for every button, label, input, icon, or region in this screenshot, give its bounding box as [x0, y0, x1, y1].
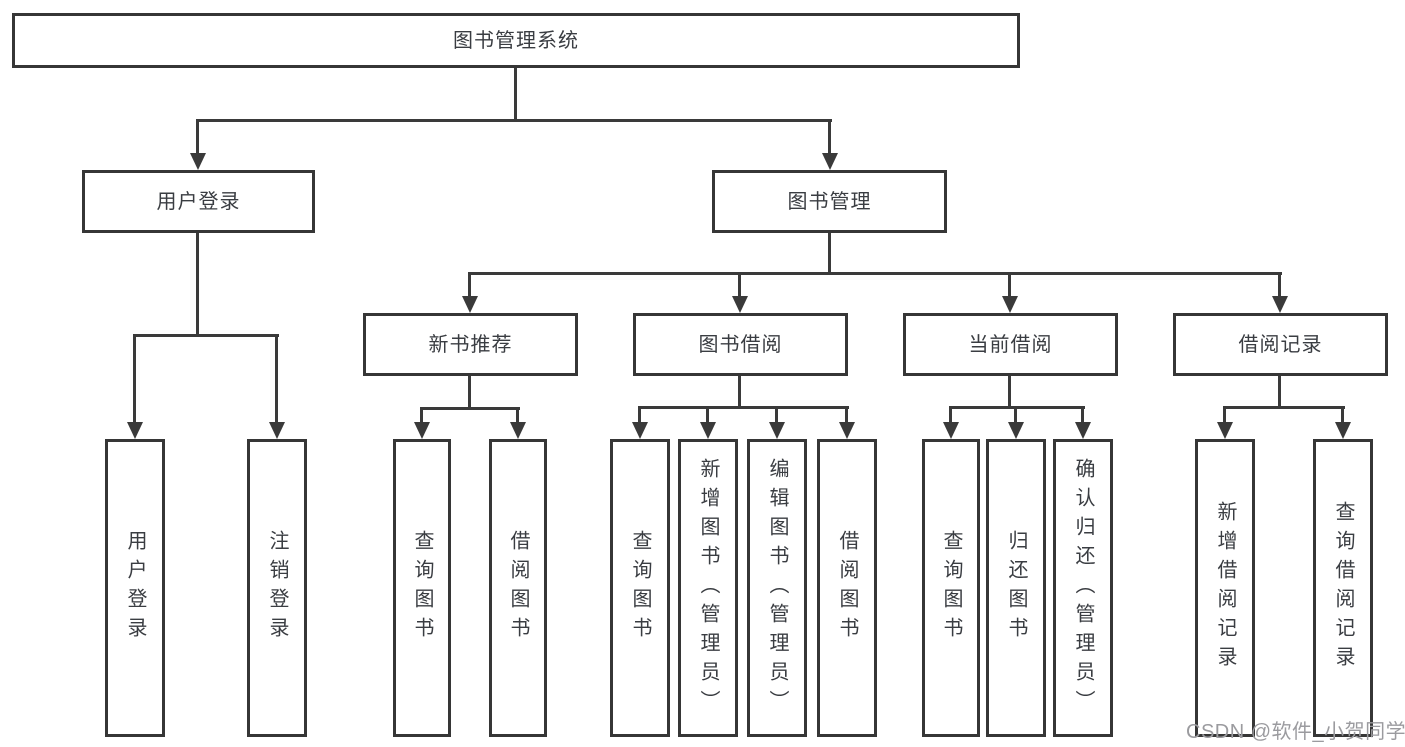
arrow-down-icon [1002, 296, 1018, 313]
node-book-management-system: 图书管理系统 [12, 13, 1020, 68]
connector-line [845, 406, 848, 423]
node-borrowing-records: 借阅记录 [1173, 313, 1388, 376]
connector-line [1223, 406, 1345, 409]
connector-line [133, 334, 136, 424]
connector-line [468, 376, 471, 410]
arrow-down-icon [632, 422, 648, 439]
arrow-down-icon [822, 153, 838, 170]
watermark-text: CSDN @软件_小贺同学 [1186, 721, 1405, 743]
node-user-login: 用户登录 [82, 170, 315, 233]
arrow-down-icon [1075, 422, 1091, 439]
connector-line [420, 407, 520, 410]
arrow-down-icon [732, 296, 748, 313]
arrow-down-icon [700, 422, 716, 439]
node-leaf-query-books-current: 查询图书 [922, 439, 980, 737]
node-leaf-borrow-books: 借阅图书 [817, 439, 877, 737]
arrow-down-icon [414, 422, 430, 439]
connector-line [706, 406, 709, 423]
node-leaf-edit-books-admin: 编辑图书（管理员） [747, 439, 807, 737]
connector-line [638, 406, 849, 409]
node-leaf-query-books-borrowing: 查询图书 [610, 439, 670, 737]
node-leaf-logout: 注销登录 [247, 439, 307, 737]
arrow-down-icon [127, 422, 143, 439]
connector-line [275, 334, 278, 424]
connector-line [1008, 272, 1011, 298]
connector-line [1278, 272, 1281, 298]
node-book-borrowing: 图书借阅 [633, 313, 848, 376]
connector-line [949, 406, 1085, 409]
arrow-down-icon [1008, 422, 1024, 439]
connector-line [468, 272, 471, 298]
connector-line [420, 407, 423, 423]
arrow-down-icon [190, 153, 206, 170]
node-leaf-query-borrow-record: 查询借阅记录 [1313, 439, 1373, 737]
arrow-down-icon [269, 422, 285, 439]
connector-line [828, 233, 831, 274]
arrow-down-icon [1217, 422, 1233, 439]
arrow-down-icon [1335, 422, 1351, 439]
arrow-down-icon [1272, 296, 1288, 313]
arrow-down-icon [943, 422, 959, 439]
connector-line [516, 407, 519, 423]
node-leaf-confirm-return-admin: 确认归还（管理员） [1053, 439, 1113, 737]
connector-line [1341, 406, 1344, 423]
connector-line [638, 406, 641, 423]
node-new-book-recommend: 新书推荐 [363, 313, 578, 376]
connector-line [1223, 406, 1226, 423]
node-book-management: 图书管理 [712, 170, 947, 233]
connector-line [738, 376, 741, 409]
connector-line [828, 119, 831, 155]
node-leaf-borrow-books-recommend: 借阅图书 [489, 439, 547, 737]
connector-line [133, 334, 279, 337]
connector-line [1278, 376, 1281, 409]
connector-line [775, 406, 778, 423]
arrow-down-icon [462, 296, 478, 313]
node-leaf-query-books-recommend: 查询图书 [393, 439, 451, 737]
connector-line [196, 119, 832, 122]
connector-line [1008, 376, 1011, 409]
connector-line [468, 272, 1282, 275]
arrow-down-icon [769, 422, 785, 439]
arrow-down-icon [839, 422, 855, 439]
node-leaf-user-login: 用户登录 [105, 439, 165, 737]
connector-line [514, 68, 517, 122]
node-leaf-add-borrow-record: 新增借阅记录 [1195, 439, 1255, 737]
node-current-borrowing: 当前借阅 [903, 313, 1118, 376]
arrow-down-icon [510, 422, 526, 439]
connector-line [1081, 406, 1084, 423]
connector-line [196, 233, 199, 336]
connector-line [196, 119, 199, 155]
connector-line [949, 406, 952, 423]
node-leaf-add-books-admin: 新增图书（管理员） [678, 439, 738, 737]
connector-line [738, 272, 741, 298]
connector-line [1014, 406, 1017, 423]
node-leaf-return-books: 归还图书 [986, 439, 1046, 737]
